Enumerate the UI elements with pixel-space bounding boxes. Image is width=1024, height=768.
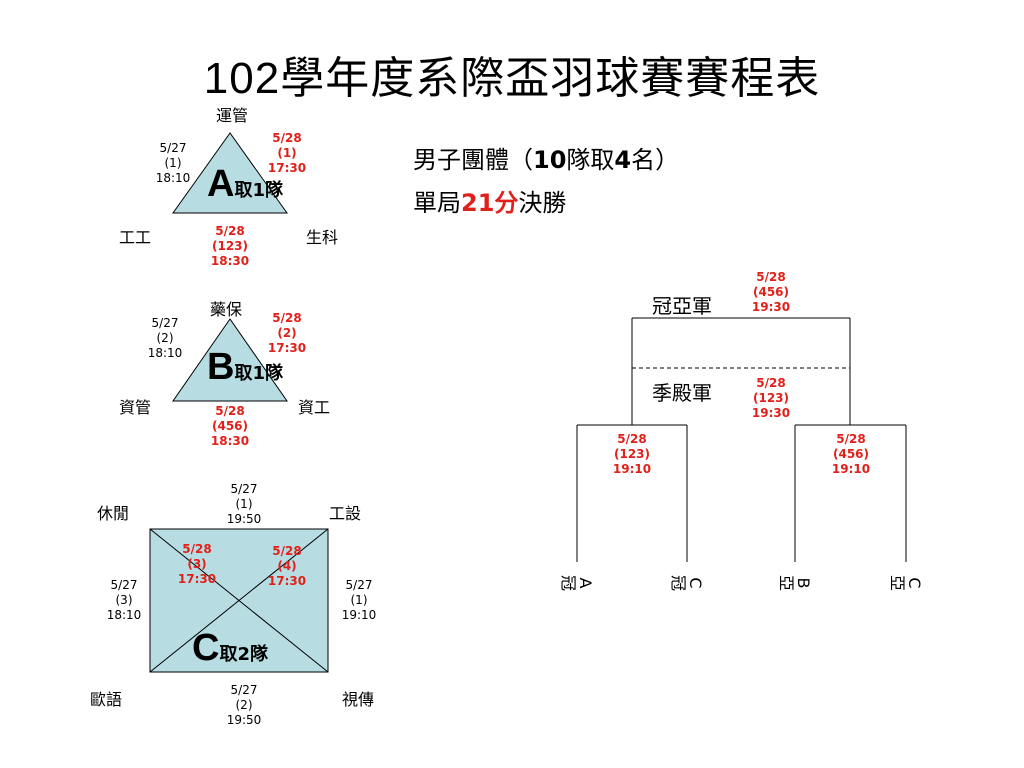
group-a-team-top: 運管 <box>216 106 249 125</box>
bracket-entrant-1: A冠 <box>559 574 595 591</box>
group-b-advance: 取1隊 <box>234 363 283 384</box>
rules-line-1: 男子團體（10隊取4名） <box>413 143 679 177</box>
group-c-team-top-left: 休閒 <box>97 504 130 523</box>
rules-line-2-suffix: 決勝 <box>518 189 567 217</box>
bracket-final-match: 5/28 (456) 19:30 <box>751 270 791 314</box>
group-c-match-bottom: 5/27 (2) 19:50 <box>226 683 262 727</box>
group-a-match-right: 5/28 (1) 17:30 <box>267 131 307 175</box>
group-b-match-bottom: 5/28 (456) 18:30 <box>210 404 250 448</box>
group-c-team-bottom-right: 視傳 <box>342 690 375 709</box>
knockout-bracket <box>576 317 907 562</box>
group-c-team-top-right: 工設 <box>329 504 362 523</box>
group-c-match-diag-1: 5/28 (3) 17:30 <box>177 542 217 586</box>
rules-line-2: 單局21分決勝 <box>413 186 566 220</box>
group-c-letter: C <box>192 627 220 669</box>
bracket-entrant-4: C亞 <box>888 574 924 591</box>
group-a-advance: 取1隊 <box>234 180 283 201</box>
group-a-team-left: 工工 <box>119 228 152 247</box>
group-b-label: B取1隊 <box>207 346 283 389</box>
bracket-final-label: 冠亞軍 <box>652 294 712 318</box>
group-c-team-bottom-left: 歐語 <box>90 690 123 709</box>
group-c-advance: 取2隊 <box>219 644 268 665</box>
rules-line-2-prefix: 單局 <box>413 189 461 217</box>
group-a-match-bottom: 5/28 (123) 18:30 <box>210 224 250 268</box>
group-a-label: A取1隊 <box>207 163 283 206</box>
bracket-semi-left-match: 5/28 (123) 19:10 <box>612 432 652 476</box>
bracket-entrant-2: C冠 <box>669 574 705 591</box>
bracket-semi-right-match: 5/28 (456) 19:10 <box>831 432 871 476</box>
rules-line-1-suffix: 名） <box>631 146 680 174</box>
group-c-match-top: 5/27 (1) 19:50 <box>226 482 262 526</box>
group-a-match-left: 5/27 (1) 18:10 <box>155 141 191 185</box>
group-c-match-right: 5/27 (1) 19:10 <box>341 578 377 622</box>
group-a-triangle <box>172 132 288 214</box>
group-c-match-diag-2: 5/28 (4) 17:30 <box>267 544 307 588</box>
group-a-letter: A <box>207 163 235 205</box>
group-b-letter: B <box>207 346 235 388</box>
bracket-entrant-3: B亞 <box>777 574 813 591</box>
rules-line-1-mid: 隊取 <box>566 146 615 174</box>
group-b-triangle <box>172 318 288 402</box>
group-c-label: C取2隊 <box>192 627 268 670</box>
group-a-team-right: 生科 <box>306 228 339 247</box>
group-b-team-top: 藥保 <box>210 300 243 319</box>
group-b-team-left: 資管 <box>119 398 152 417</box>
group-b-team-right: 資工 <box>298 398 331 417</box>
group-b-match-right: 5/28 (2) 17:30 <box>267 311 307 355</box>
bracket-third-match: 5/28 (123) 19:30 <box>751 376 791 420</box>
page-title: 102學年度系際盃羽球賽賽程表 <box>203 54 821 103</box>
rules-line-1-prefix: 男子團體（ <box>413 146 533 174</box>
bracket-third-label: 季殿軍 <box>652 381 712 405</box>
rules-points: 21分 <box>461 189 519 217</box>
rules-team-count: 10 <box>533 146 567 174</box>
rules-advance-count: 4 <box>614 146 632 174</box>
group-c-diagonal-2 <box>149 528 329 673</box>
group-c-match-left: 5/27 (3) 18:10 <box>106 578 142 622</box>
group-b-match-left: 5/27 (2) 18:10 <box>147 316 183 360</box>
